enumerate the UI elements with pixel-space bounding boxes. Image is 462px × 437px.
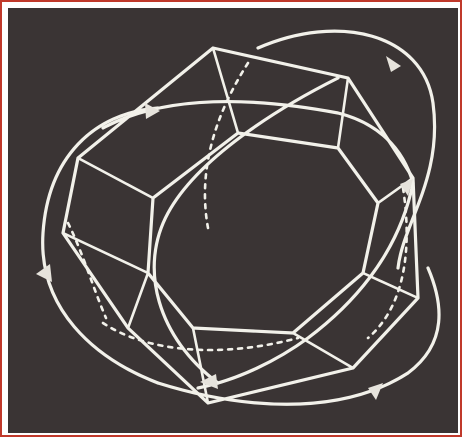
arrowhead-top-right	[386, 56, 401, 72]
inner-ring	[148, 133, 378, 333]
connector-edge-bottom-right	[293, 333, 353, 368]
chalkboard-panel	[8, 8, 458, 433]
hidden-orbits	[68, 63, 407, 350]
orbit-loop-top-right	[258, 31, 435, 268]
connector-edge-upper-left	[78, 158, 153, 198]
connector-edge-bottom-left	[128, 273, 148, 328]
orbit-loop-right	[198, 183, 413, 388]
chalk-diagram	[8, 8, 458, 433]
arrowhead-upper-left	[145, 103, 160, 119]
connector-edge-top	[213, 48, 238, 133]
dashed-arc-top	[205, 63, 248, 228]
